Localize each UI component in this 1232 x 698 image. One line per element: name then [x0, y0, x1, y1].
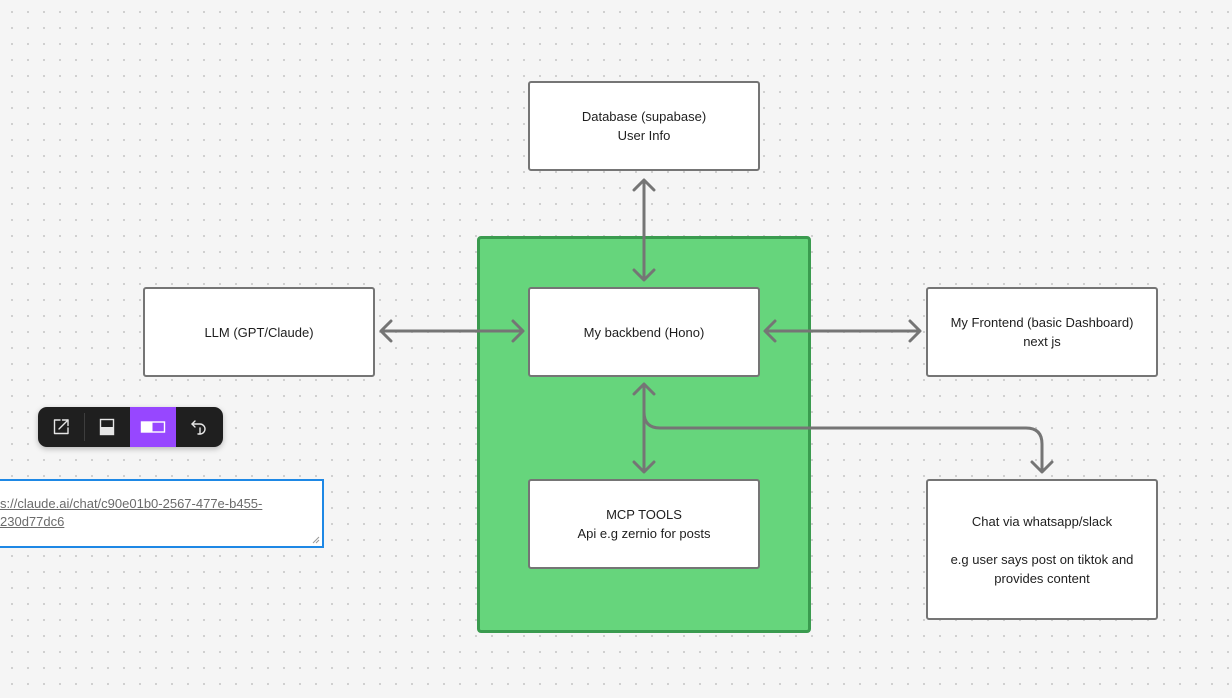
mcp-tools-node[interactable]: MCP TOOLS Api e.g zernio for posts	[528, 479, 760, 569]
mcp-node-line-2: Api e.g zernio for posts	[577, 526, 711, 541]
frontend-node-line-2: next js	[1023, 334, 1061, 349]
url-link[interactable]: s://claude.ai/chat/c90e01b0-2567-477e-b4…	[0, 496, 262, 529]
resize-handle-icon[interactable]	[312, 536, 320, 544]
chat-node-line-1: Chat via whatsapp/slack	[971, 513, 1113, 529]
frontend-node-line-1: My Frontend (basic Dashboard)	[950, 315, 1134, 330]
toggle-card-icon	[140, 421, 166, 433]
database-node[interactable]: Database (supabase) User Info	[528, 81, 760, 171]
backend-node[interactable]: My backbend (Hono)	[528, 287, 760, 377]
chat-node-line-4: provides content	[994, 570, 1090, 586]
llm-node[interactable]: LLM (GPT/Claude)	[143, 287, 375, 377]
url-line-2: 230d77dc6	[0, 514, 65, 529]
reply-arrow-icon	[191, 420, 206, 435]
connector-backend-frontend[interactable]	[763, 319, 922, 343]
chat-node[interactable]: Chat via whatsapp/slack e.g user says po…	[926, 479, 1158, 620]
half-fill-icon	[99, 418, 115, 436]
half-fill-button[interactable]	[84, 407, 130, 447]
frontend-node[interactable]: My Frontend (basic Dashboard) next js	[926, 287, 1158, 377]
floating-toolbar	[38, 407, 223, 447]
open-external-icon	[53, 419, 69, 435]
reply-button[interactable]	[176, 407, 222, 447]
database-node-line-1: Database (supabase)	[581, 109, 707, 124]
llm-node-line-1: LLM (GPT/Claude)	[204, 324, 314, 340]
open-external-button[interactable]	[38, 407, 84, 447]
connector-llm-backend[interactable]	[379, 319, 525, 343]
backend-node-line-1: My backbend (Hono)	[583, 324, 705, 340]
connector-backend-chat[interactable]	[642, 390, 1054, 474]
url-line-1: s://claude.ai/chat/c90e01b0-2567-477e-b4…	[0, 496, 263, 511]
toggle-card-button[interactable]	[130, 407, 176, 447]
mcp-node-line-1: MCP TOOLS	[606, 507, 682, 522]
database-node-line-2: User Info	[617, 128, 671, 143]
connector-database-backend[interactable]	[632, 178, 656, 282]
chat-node-line-3: e.g user says post on tiktok and	[950, 551, 1134, 567]
url-text-box[interactable]: s://claude.ai/chat/c90e01b0-2567-477e-b4…	[0, 479, 324, 548]
